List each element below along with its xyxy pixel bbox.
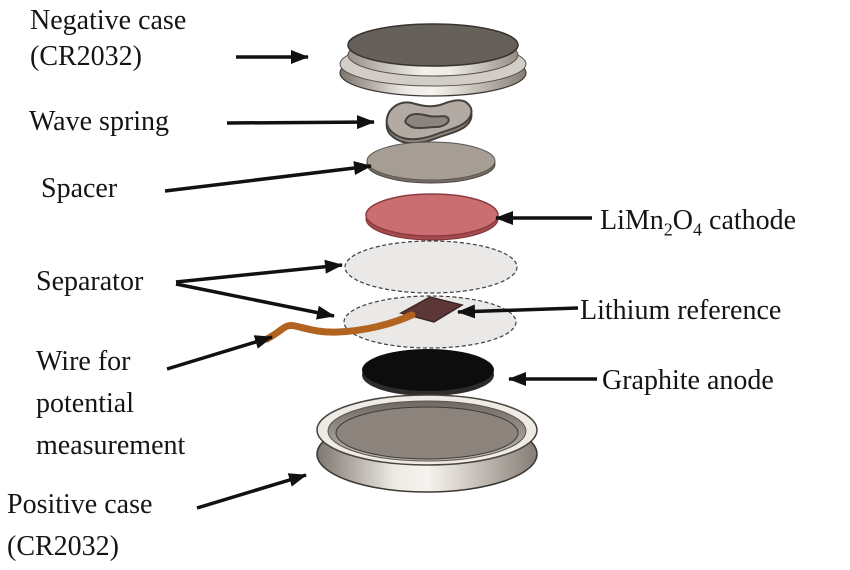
wave-spring-body <box>385 99 473 141</box>
arrow-spacer <box>164 161 372 193</box>
positive-case-floor <box>335 406 519 460</box>
cathode-top <box>365 193 499 237</box>
arrow-wave-spring <box>226 115 375 130</box>
positive-case-graphic <box>316 394 538 493</box>
cathode-label-rest: cathode <box>702 205 797 236</box>
wire-label-line3: measurement <box>36 430 186 461</box>
wave-spring-label: Wave spring <box>29 106 170 137</box>
wire-label-line2: potential <box>36 388 134 419</box>
arrow-separator-1 <box>175 259 343 284</box>
separator-label: Separator <box>36 266 144 297</box>
cathode-label-sub4: 4 <box>693 219 703 240</box>
cathode-label: LiMn2O4 cathode <box>600 203 796 239</box>
cathode-label-sub2: 2 <box>663 219 673 240</box>
negative-case-label-line2: (CR2032) <box>30 41 142 73</box>
anode-top <box>362 349 494 391</box>
arrow-separator-2 <box>175 282 335 320</box>
positive-case-label-line1: Positive case <box>7 489 153 520</box>
cathode-graphic <box>365 193 499 241</box>
spacer-label: Spacer <box>41 173 118 204</box>
positive-case-label: Positive case (CR2032) <box>7 484 152 568</box>
arrow-wire <box>166 335 273 371</box>
graphite-anode-label: Graphite anode <box>602 365 774 396</box>
spacer-graphic <box>366 141 496 184</box>
wire-label: Wire for potential measurement <box>36 341 185 467</box>
negative-case-label: Negative case (CR2032) <box>30 3 186 76</box>
wire-label-line1: Wire for <box>36 346 131 377</box>
cathode-label-o: O <box>672 205 694 236</box>
cathode-label-limn: LiMn <box>600 205 664 236</box>
arrow-lithium-reference <box>457 304 579 319</box>
negative-case-graphic <box>339 23 527 97</box>
separator-1-graphic <box>344 240 518 294</box>
graphite-anode-graphic <box>362 349 494 396</box>
positive-case-label-line2: (CR2032) <box>7 531 119 562</box>
wave-spring-graphic <box>385 99 473 145</box>
lithium-reference-label: Lithium reference <box>580 295 782 326</box>
wire-graphic <box>263 311 416 343</box>
negative-case-label-line1: Negative case <box>30 5 187 36</box>
arrow-positive-case <box>196 473 307 510</box>
negative-case-cap-top <box>347 23 519 67</box>
spacer-top <box>366 141 496 181</box>
